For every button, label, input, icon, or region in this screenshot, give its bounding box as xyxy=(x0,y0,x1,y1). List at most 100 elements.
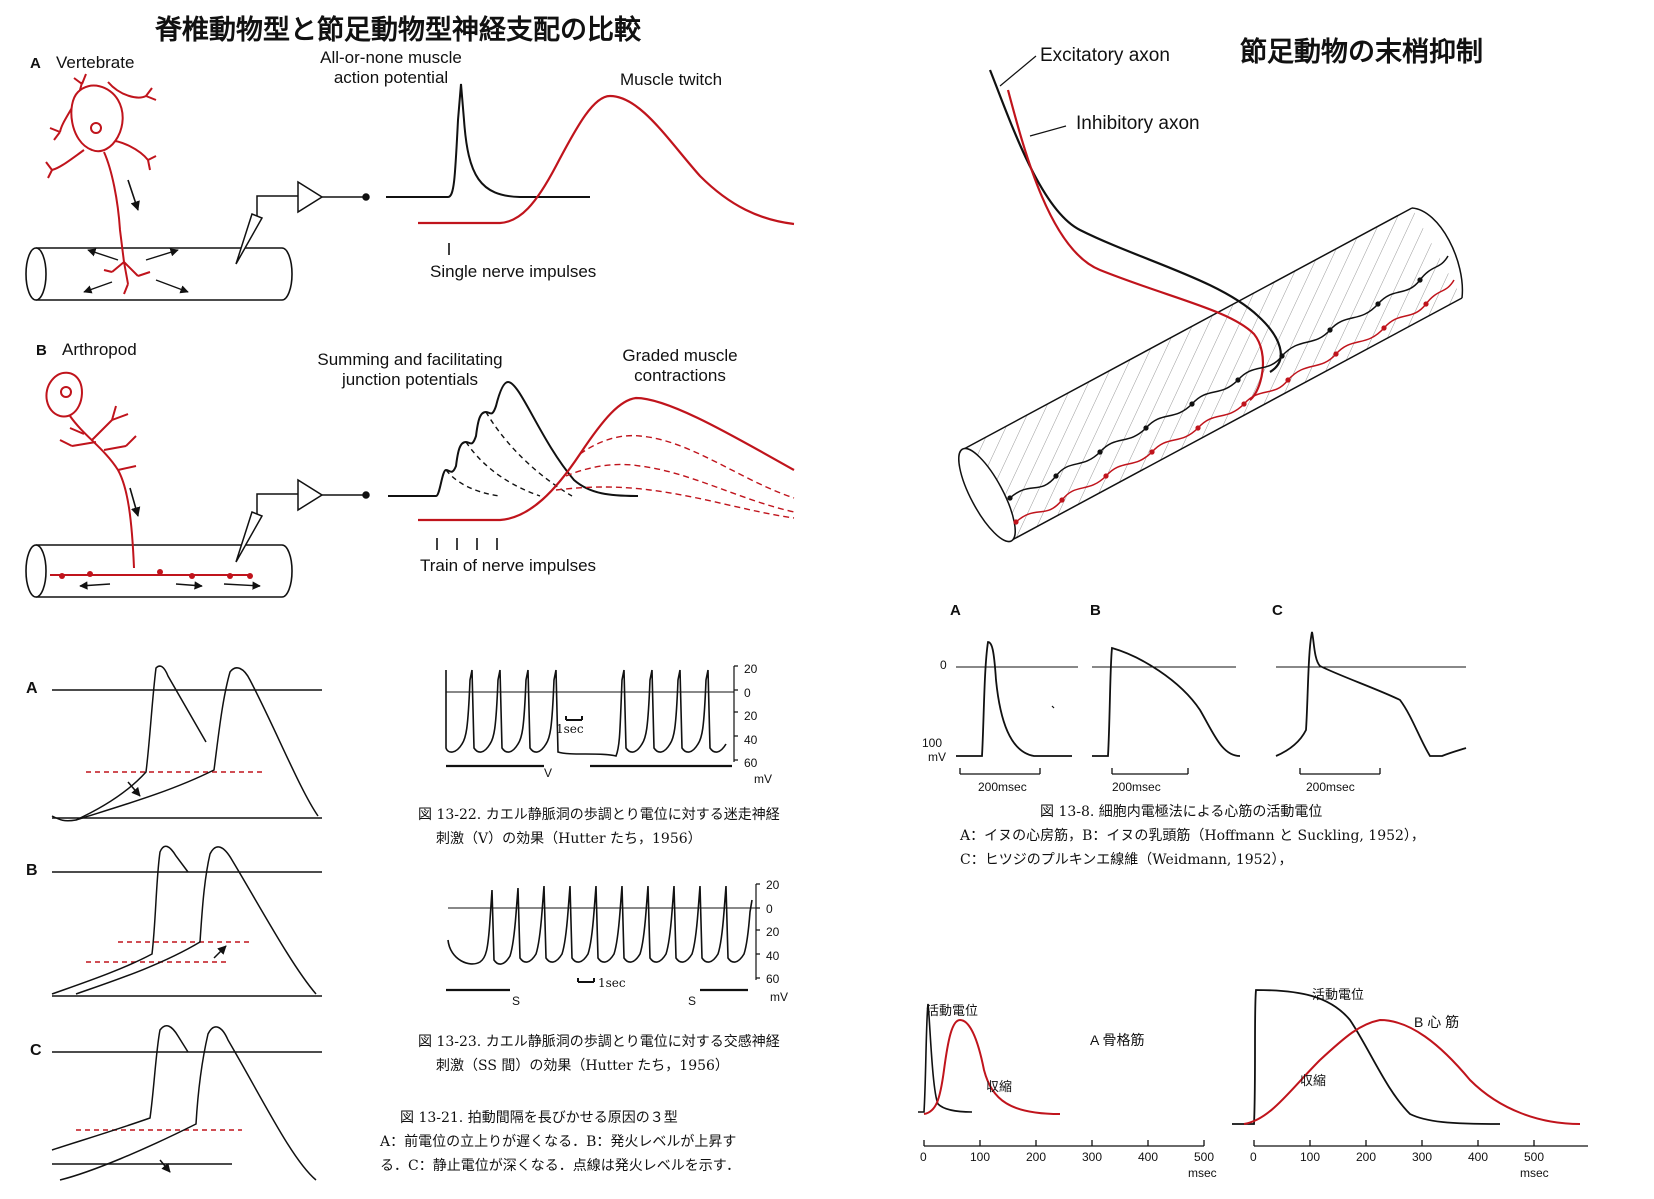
pacemaker-caption-line3: る．C：静止電位が深くなる．点線は発火レベルを示す． xyxy=(380,1158,741,1174)
cardiac-ap-traces xyxy=(956,631,1467,775)
vertebrate-diagram xyxy=(25,73,795,301)
cardiac-caption-line3: C：ヒツジのプルキンエ線維（Weidmann, 1952）， xyxy=(960,852,1293,868)
cardiac-caption: 図 13-8. 細胞内電極法による心筋の活動電位 A：イヌの心房筋，B：イヌの乳… xyxy=(960,800,1425,872)
excitatory-endings xyxy=(1007,277,1423,501)
pacemaker-letter-a: A xyxy=(26,680,38,697)
action-potential-label: All-or-none muscle action potential xyxy=(306,48,476,88)
sympathetic-unit: mV xyxy=(770,990,788,1004)
arthropod-junction-potential-trace xyxy=(388,380,639,497)
vagal-stim-label: V xyxy=(544,766,553,780)
skeletal-axis-unit: msec xyxy=(1188,1166,1217,1180)
vagal-recording xyxy=(445,665,738,768)
cardiac-ap-label: 活動電位 xyxy=(1312,987,1365,1002)
sympathetic-caption-line2: 刺激（SS 間）の効果（Hutter たち，1956） xyxy=(436,1058,729,1074)
pacemaker-caption: 図 13-21. 拍動間隔を長びかせる原因の３型 A：前電位の立上りが遅くなる．… xyxy=(380,1106,740,1178)
vagal-tick: 40 xyxy=(744,732,758,747)
panel-b-name: Arthropod xyxy=(62,340,137,359)
arthropod-graded-dashed xyxy=(555,434,795,519)
arthropod-diagram xyxy=(25,371,795,598)
pacemaker-letter-c: C xyxy=(30,1042,42,1059)
cardiac-tick-0: 0 xyxy=(1250,1150,1257,1164)
skeletal-contraction-label: 収縮 xyxy=(986,1079,1013,1094)
cardiac-zero-label: 0 xyxy=(940,658,947,672)
cardiac-scale-c: 200msec xyxy=(1306,780,1355,794)
arthropod-endplates xyxy=(59,569,253,579)
inhibitory-axon-label: Inhibitory axon xyxy=(1076,113,1200,134)
junction-potential-label-line1: Summing and facilitating xyxy=(317,350,503,369)
excitatory-axon-label: Excitatory axon xyxy=(1040,45,1170,66)
peripheral-inhibition-diagram xyxy=(958,55,1464,543)
vertebrate-action-potential-trace xyxy=(386,83,590,198)
sympathetic-tick: 20 xyxy=(766,925,780,939)
sympathetic-stim-right: S xyxy=(688,994,697,1008)
cardiac-scale-b: 200msec xyxy=(1112,780,1161,794)
vagal-caption-line2: 刺激（V）の効果（Hutter たち，1956） xyxy=(436,831,702,847)
pacemaker-caption-line1: 図 13-21. 拍動間隔を長びかせる原因の３型 xyxy=(400,1110,678,1126)
graded-contraction-label-line2: contractions xyxy=(634,366,726,385)
cardiac-tick-500: 500 xyxy=(1524,1150,1545,1164)
vertebrate-neuron xyxy=(45,73,157,295)
panel-b-letter: B xyxy=(36,342,47,359)
excitatory-axon xyxy=(988,69,1282,373)
junction-potential-label-line2: junction potentials xyxy=(341,370,479,389)
muscle-cylinder xyxy=(958,207,1464,543)
cardiac-caption-line2: A：イヌの心房筋，B：イヌの乳頭筋（Hoffmann と Suckling, 1… xyxy=(960,828,1425,844)
cardiac-title: B 心 筋 xyxy=(1414,1014,1460,1030)
vagal-tick: 20 xyxy=(744,709,758,723)
inhibitory-axon xyxy=(1006,89,1264,401)
vagal-caption: 図 13-22. カエル静脈洞の歩調とり電位に対する迷走神経 刺激（V）の効果（… xyxy=(418,803,780,851)
action-potential-label-line2: action potential xyxy=(333,68,449,87)
arthropod-muscle-fiber xyxy=(25,544,293,598)
cardiac-contraction-label: 収縮 xyxy=(1300,1073,1327,1088)
cardiac-axis-unit: msec xyxy=(1520,1166,1549,1180)
arthropod-impulse-ticks xyxy=(436,538,498,550)
vagal-tick: 20 xyxy=(744,662,758,676)
junction-potential-label: Summing and facilitating junction potent… xyxy=(300,350,520,390)
muscle-twitch-label: Muscle twitch xyxy=(620,70,723,89)
vagal-tick: 0 xyxy=(744,685,751,700)
skeletal-tick-100: 100 xyxy=(970,1150,991,1164)
cardiac-tick-300: 300 xyxy=(1412,1150,1433,1164)
arthropod-electrode xyxy=(235,478,370,563)
cardiac-unit-label: mV xyxy=(928,750,946,764)
ap-contraction-traces xyxy=(918,989,1588,1147)
main-title-right: 節足動物の末梢抑制 xyxy=(1240,37,1483,68)
pacemaker-types-diagram xyxy=(51,665,322,1181)
cardiac-letter-a: A xyxy=(950,602,961,619)
sympathetic-tick: 40 xyxy=(766,948,780,963)
skeletal-title: A 骨格筋 xyxy=(1090,1032,1145,1048)
skeletal-tick-400: 400 xyxy=(1138,1150,1159,1164)
arthropod-neuron xyxy=(45,371,250,576)
cardiac-tick-100: 100 xyxy=(1300,1150,1321,1164)
train-impulse-label: Train of nerve impulses xyxy=(420,556,597,575)
skeletal-tick-200: 200 xyxy=(1026,1150,1047,1164)
single-impulse-label: Single nerve impulses xyxy=(430,262,597,281)
cardiac-letter-c: C xyxy=(1272,602,1283,619)
cardiac-hundred-label: 100 xyxy=(922,736,943,750)
cardiac-scale-a: 200msec xyxy=(978,780,1027,794)
panel-a-name: Vertebrate xyxy=(56,53,135,72)
vagal-caption-line1: 図 13-22. カエル静脈洞の歩調とり電位に対する迷走神経 xyxy=(418,807,780,823)
skeletal-tick-0: 0 xyxy=(920,1150,927,1164)
vagal-scale-label: 1sec xyxy=(556,722,584,736)
arthropod-graded-contraction-trace xyxy=(418,396,795,522)
panel-a-letter: A xyxy=(30,55,41,72)
cardiac-letter-b: B xyxy=(1090,602,1101,619)
pacemaker-caption-line2: A：前電位の立上りが遅くなる．B：発火レベルが上昇す xyxy=(380,1134,737,1150)
cardiac-tick-400: 400 xyxy=(1468,1150,1489,1164)
arthropod-decay-dashed xyxy=(445,411,573,497)
sympathetic-y-ticks: 20 0 20 40 60 xyxy=(766,874,779,992)
sympathetic-tick: 0 xyxy=(766,901,773,916)
sympathetic-tick: 20 xyxy=(766,878,780,892)
sympathetic-tick: 60 xyxy=(766,972,780,986)
vagal-y-ticks: 20 0 20 40 60 xyxy=(744,658,757,776)
graded-contraction-label-line1: Graded muscle xyxy=(622,346,738,365)
sympathetic-caption: 図 13-23. カエル静脈洞の歩調とり電位に対する交感神経 刺激（SS 間）の… xyxy=(418,1030,780,1078)
cardiac-tick-200: 200 xyxy=(1356,1150,1377,1164)
inhibitory-endings xyxy=(1013,301,1429,525)
skeletal-ap-label: 活動電位 xyxy=(926,1003,979,1018)
pacemaker-letter-b: B xyxy=(26,862,38,879)
sympathetic-caption-line1: 図 13-23. カエル静脈洞の歩調とり電位に対する交感神経 xyxy=(418,1034,780,1050)
vertebrate-electrode xyxy=(235,180,370,265)
